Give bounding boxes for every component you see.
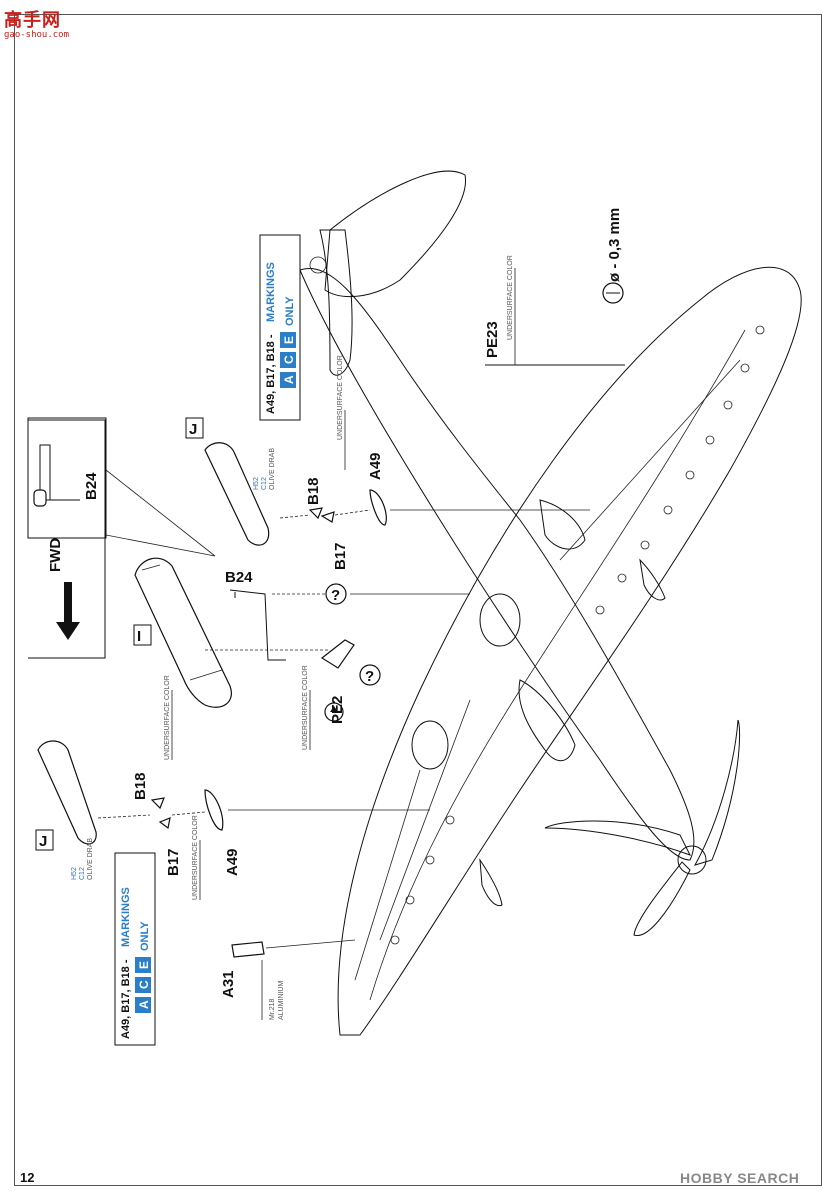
part-pe2: PE2 UNDERSURFACE COLOR bbox=[302, 639, 355, 750]
page-number: 12 bbox=[20, 1170, 35, 1185]
part-a31-label: A31 bbox=[220, 970, 237, 998]
drill-size-label: ø - 0,3 mm bbox=[606, 208, 623, 282]
markings-note-top: A49, B17, B18 - MARKINGS A C E ONLY bbox=[259, 234, 301, 421]
marking-letter-e: E bbox=[137, 961, 151, 969]
part-b17-top-label: B17 bbox=[332, 542, 349, 570]
color-olive-name: OLIVE DRAB bbox=[87, 838, 94, 880]
markings-suffix: ONLY bbox=[284, 296, 296, 326]
part-b18-bottom-label: B18 bbox=[132, 772, 149, 800]
fwd-arrow-icon bbox=[56, 582, 80, 640]
part-j-top-label: J bbox=[189, 421, 197, 438]
site-logo-url: gao-shou.com bbox=[4, 30, 70, 40]
markings-prefix: A49, B17, B18 - bbox=[120, 959, 132, 1039]
color-aluminium-name: ALUMINIUM bbox=[278, 981, 285, 1020]
marking-letter-c: C bbox=[282, 355, 296, 364]
fwd-panel: FWD bbox=[28, 419, 106, 659]
color-olive-c-code: C12 bbox=[261, 477, 268, 490]
page-frame bbox=[14, 14, 822, 1186]
site-logo: 高手网 bbox=[4, 10, 61, 31]
markings-word: MARKINGS bbox=[265, 262, 277, 322]
marking-letter-a: A bbox=[137, 1000, 151, 1009]
bottom-bomb-group: J H52 C12 OLIVE DRAB B18 B17 A49 UNDERSU… bbox=[35, 675, 430, 900]
part-j-bottom-label: J bbox=[39, 833, 47, 850]
b24-callout: B24 bbox=[27, 417, 216, 557]
part-i-label: I bbox=[137, 628, 141, 645]
color-aluminium-code: Mr.218 bbox=[269, 998, 276, 1020]
part-a49-top-label: A49 bbox=[367, 452, 384, 480]
part-i-drop-tank: I B24 bbox=[133, 557, 470, 708]
color-olive-h-code: H52 bbox=[71, 867, 78, 880]
question-icon: ? bbox=[331, 587, 340, 604]
color-undersurface-note: UNDERSURFACE COLOR bbox=[302, 665, 309, 750]
fwd-label: FWD bbox=[47, 538, 64, 572]
color-olive-name: OLIVE DRAB bbox=[269, 448, 276, 490]
color-olive-h-code: H52 bbox=[253, 477, 260, 490]
question-markers: ? ? bbox=[325, 583, 381, 686]
color-undersurface-note: UNDERSURFACE COLOR bbox=[337, 355, 344, 440]
marking-letter-e: E bbox=[282, 336, 296, 344]
markings-word: MARKINGS bbox=[120, 887, 132, 947]
top-bomb-group: J H52 C12 OLIVE DRAB B18 B17 A49 UNDERSU… bbox=[185, 355, 590, 570]
part-pe2-label: PE2 bbox=[329, 696, 346, 724]
markings-note-bottom: A49, B17, B18 - MARKINGS A C E ONLY bbox=[114, 852, 156, 1046]
question-icon: ? bbox=[365, 668, 374, 685]
marking-letter-c: C bbox=[137, 980, 151, 989]
part-b24-label: B24 bbox=[225, 569, 253, 586]
color-olive-c-code: C12 bbox=[79, 867, 86, 880]
callout-part-label: B24 bbox=[83, 472, 100, 500]
part-pe23-label: PE23 bbox=[484, 321, 501, 358]
markings-suffix: ONLY bbox=[139, 921, 151, 951]
part-pe23: PE23 UNDERSURFACE COLOR ø - 0,3 mm bbox=[484, 208, 625, 366]
markings-prefix: A49, B17, B18 - bbox=[265, 334, 277, 414]
hobby-search-watermark: HOBBY SEARCH bbox=[680, 1170, 800, 1186]
color-undersurface-note: UNDERSURFACE COLOR bbox=[507, 255, 514, 340]
part-a49-bottom-label: A49 bbox=[224, 848, 241, 876]
marking-letter-a: A bbox=[282, 375, 296, 384]
color-undersurface-note: UNDERSURFACE COLOR bbox=[164, 675, 171, 760]
bend-arrow-icon bbox=[330, 706, 338, 712]
part-b17-bottom-label: B17 bbox=[165, 848, 182, 876]
part-a31: A31 Mr.218 ALUMINIUM bbox=[220, 939, 356, 1020]
part-b18-top-label: B18 bbox=[305, 477, 322, 505]
color-undersurface-note: UNDERSURFACE COLOR bbox=[192, 815, 199, 900]
aircraft-drawing bbox=[299, 170, 802, 1036]
